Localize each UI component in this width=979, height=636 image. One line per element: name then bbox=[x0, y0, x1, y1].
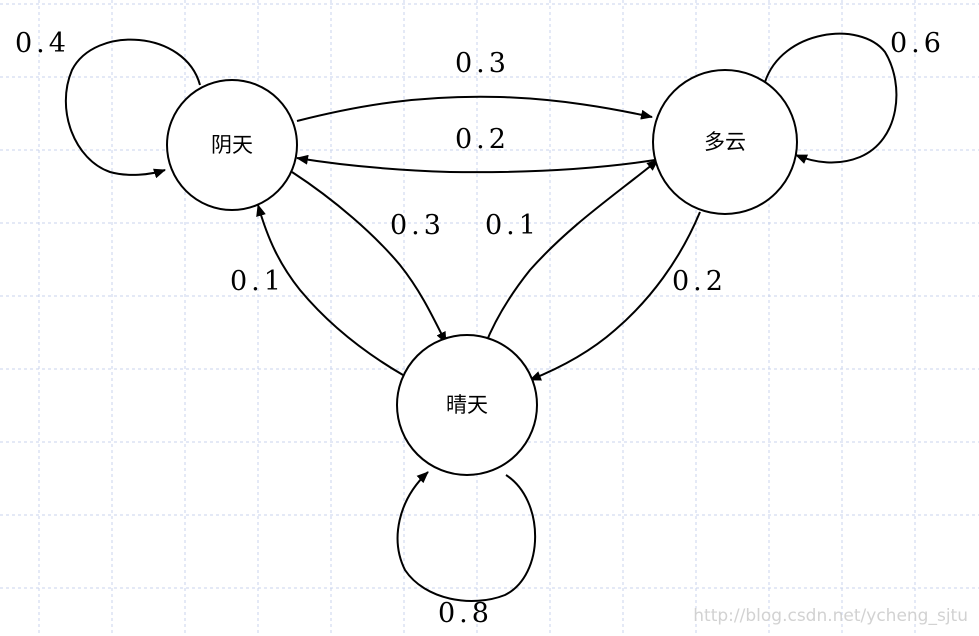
prob-overcast-to-sunny: 0.2 bbox=[672, 266, 727, 297]
prob-cloudy-self: 0.4 bbox=[15, 28, 70, 59]
prob-sunny-to-cloudy: 0.1 bbox=[230, 266, 285, 297]
state-node-sunny: 晴天 bbox=[396, 334, 538, 476]
sunny-self-loop bbox=[396, 471, 536, 602]
prob-sunny-to-overcast: 0.1 bbox=[485, 210, 540, 241]
prob-sunny-self: 0.8 bbox=[438, 598, 493, 629]
sunny-to-overcast-edge bbox=[484, 159, 659, 346]
prob-overcast-self: 0.6 bbox=[890, 28, 945, 59]
prob-overcast-to-cloudy: 0.2 bbox=[455, 124, 510, 155]
overcast-to-cloudy-edge bbox=[296, 154, 656, 174]
cloudy-to-overcast-edge bbox=[296, 95, 653, 122]
cloudy-to-sunny-edge bbox=[291, 171, 447, 344]
overcast-self-loop bbox=[764, 32, 898, 164]
prob-cloudy-to-sunny: 0.3 bbox=[390, 210, 445, 241]
cloudy-self-loop bbox=[64, 38, 201, 179]
state-node-cloudy: 阴天 bbox=[166, 79, 298, 211]
state-label-overcast: 多云 bbox=[704, 130, 746, 154]
overcast-to-sunny-edge bbox=[529, 211, 701, 381]
state-label-cloudy: 阴天 bbox=[211, 133, 253, 157]
state-node-overcast: 多云 bbox=[652, 69, 798, 215]
watermark-text: http://blog.csdn.net/ycheng_sjtu bbox=[693, 606, 968, 626]
sunny-to-cloudy-edge bbox=[256, 204, 404, 376]
state-label-sunny: 晴天 bbox=[446, 393, 488, 417]
prob-cloudy-to-overcast: 0.3 bbox=[455, 48, 510, 79]
